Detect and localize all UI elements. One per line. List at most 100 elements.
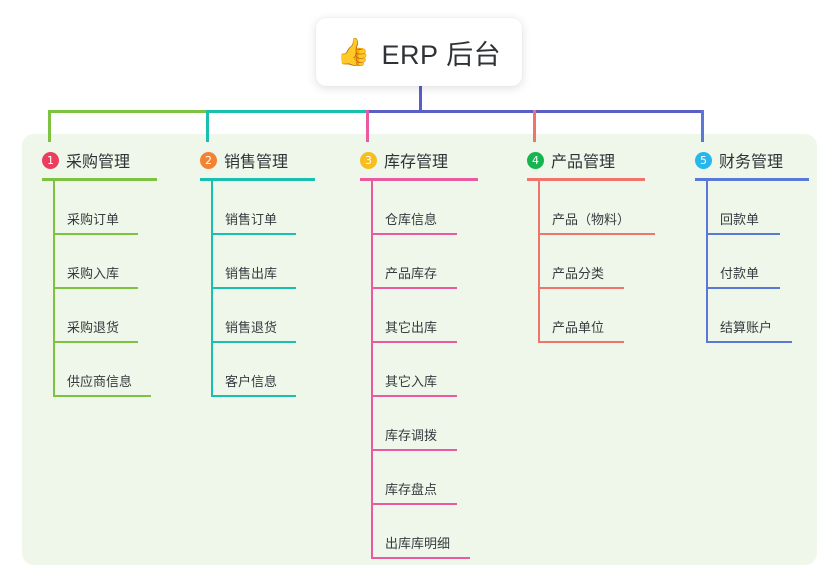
branch-item-rule [371,341,457,343]
branch-item-label: 产品分类 [552,266,605,281]
branch-item[interactable]: 采购订单 [53,181,157,235]
branch-header-5[interactable]: 5 财务管理 [695,148,809,172]
branch-item-rule [371,233,457,235]
branch-spine [706,181,708,343]
branch-items-4: 产品（物料） 产品分类产品单位 [538,181,655,343]
branch-item-label: 结算账户 [720,320,773,335]
bus-segment [533,110,704,113]
branch-item-rule [706,233,780,235]
bus-segment [48,110,209,113]
branch-item[interactable]: 销售退货 [211,289,315,343]
branch-item-label: 付款单 [720,266,760,281]
branch-item-label: 回款单 [720,212,760,227]
branch-item[interactable]: 仓库信息 [371,181,478,235]
branch-column-5: 5 财务管理回款单付款单结算账户 [695,148,809,343]
branch-item-label: 出库库明细 [385,536,451,551]
branch-item-rule [53,233,138,235]
branch-number-badge: 5 [695,151,712,169]
branch-item-label: 其它入库 [385,374,438,389]
branch-item[interactable]: 付款单 [706,235,809,289]
branch-header-1[interactable]: 1 采购管理 [42,148,157,172]
branch-header-rule [42,178,157,181]
branch-item[interactable]: 其它入库 [371,343,478,397]
branch-number-badge: 4 [527,151,544,169]
branch-item[interactable]: 库存调拨 [371,397,478,451]
branch-item-rule [538,341,624,343]
bus-segment [206,110,369,113]
branch-item-label: 供应商信息 [67,374,133,389]
branch-item[interactable]: 销售出库 [211,235,315,289]
branch-item[interactable]: 客户信息 [211,343,315,397]
branch-item[interactable]: 采购入库 [53,235,157,289]
branch-item[interactable]: 产品单位 [538,289,645,343]
branch-item[interactable]: 出库库明细 [371,505,478,559]
thumbs-up-icon: 👍 [336,36,371,67]
branch-number-badge: 1 [42,151,59,169]
branch-item-rule [371,503,457,505]
branch-item-label: 销售订单 [225,212,278,227]
branch-item-rule [211,233,296,235]
branch-item-label: 其它出库 [385,320,438,335]
branch-spine [538,181,540,343]
branch-item-rule [211,395,296,397]
branch-item-rule [706,287,780,289]
branch-item-rule [538,233,655,235]
branch-drop-connector [206,110,209,142]
branch-item[interactable]: 销售订单 [211,181,315,235]
branch-item[interactable]: 库存盘点 [371,451,478,505]
branch-item-rule [211,287,296,289]
branch-header-rule [360,178,478,181]
branch-item-label: 产品单位 [552,320,605,335]
branch-title: 销售管理 [224,154,289,171]
branch-item-rule [371,557,470,559]
branch-item-label: 库存盘点 [385,482,438,497]
branch-item-label: 采购退货 [67,320,120,335]
branch-item[interactable]: 结算账户 [706,289,809,343]
root-title: ERP 后台 [381,39,502,70]
branch-item-label: 采购入库 [67,266,120,281]
branch-item-label: 采购订单 [67,212,120,227]
branch-item-rule [371,449,457,451]
branch-item[interactable]: 采购退货 [53,289,157,343]
root-trunk-connector [419,86,422,113]
branch-title: 采购管理 [66,154,131,171]
branch-drop-connector [701,110,704,142]
branch-drop-connector [48,110,51,142]
branch-title: 库存管理 [384,154,449,171]
branch-number-badge: 3 [360,151,377,169]
diagram-background-panel [22,134,817,565]
branch-items-1: 采购订单采购入库采购退货供应商信息 [53,181,157,397]
branch-header-rule [527,178,645,181]
root-node[interactable]: 👍 ERP 后台 [316,18,522,86]
branch-items-3: 仓库信息产品库存其它出库其它入库库存调拨库存盘点出库库明细 [371,181,478,559]
branch-header-4[interactable]: 4 产品管理 [527,148,645,172]
branch-item[interactable]: 回款单 [706,181,809,235]
branch-item-rule [53,287,138,289]
branch-items-2: 销售订单销售出库销售退货客户信息 [211,181,315,397]
branch-item[interactable]: 产品分类 [538,235,645,289]
branch-item-rule [53,341,138,343]
branch-item-label: 客户信息 [225,374,278,389]
branch-column-2: 2 销售管理销售订单销售出库销售退货客户信息 [200,148,315,397]
branch-column-1: 1 采购管理采购订单采购入库采购退货供应商信息 [42,148,157,397]
branch-header-rule [695,178,809,181]
branch-item[interactable]: 产品（物料） [538,181,655,235]
branch-column-4: 4 产品管理产品（物料） 产品分类产品单位 [527,148,655,343]
branch-item[interactable]: 其它出库 [371,289,478,343]
branch-title: 产品管理 [551,154,616,171]
branch-drop-connector [366,110,369,142]
branch-header-2[interactable]: 2 销售管理 [200,148,315,172]
branch-item[interactable]: 产品库存 [371,235,478,289]
branch-items-5: 回款单付款单结算账户 [706,181,809,343]
branch-item-rule [371,287,457,289]
branch-item-rule [53,395,151,397]
branch-item[interactable]: 供应商信息 [53,343,157,397]
branch-item-label: 库存调拨 [385,428,438,443]
branch-item-rule [706,341,792,343]
branch-header-3[interactable]: 3 库存管理 [360,148,478,172]
branch-number-badge: 2 [200,151,217,169]
branch-item-label: 仓库信息 [385,212,438,227]
branch-title: 财务管理 [719,154,784,171]
branch-item-rule [211,341,296,343]
bus-segment [366,110,536,113]
